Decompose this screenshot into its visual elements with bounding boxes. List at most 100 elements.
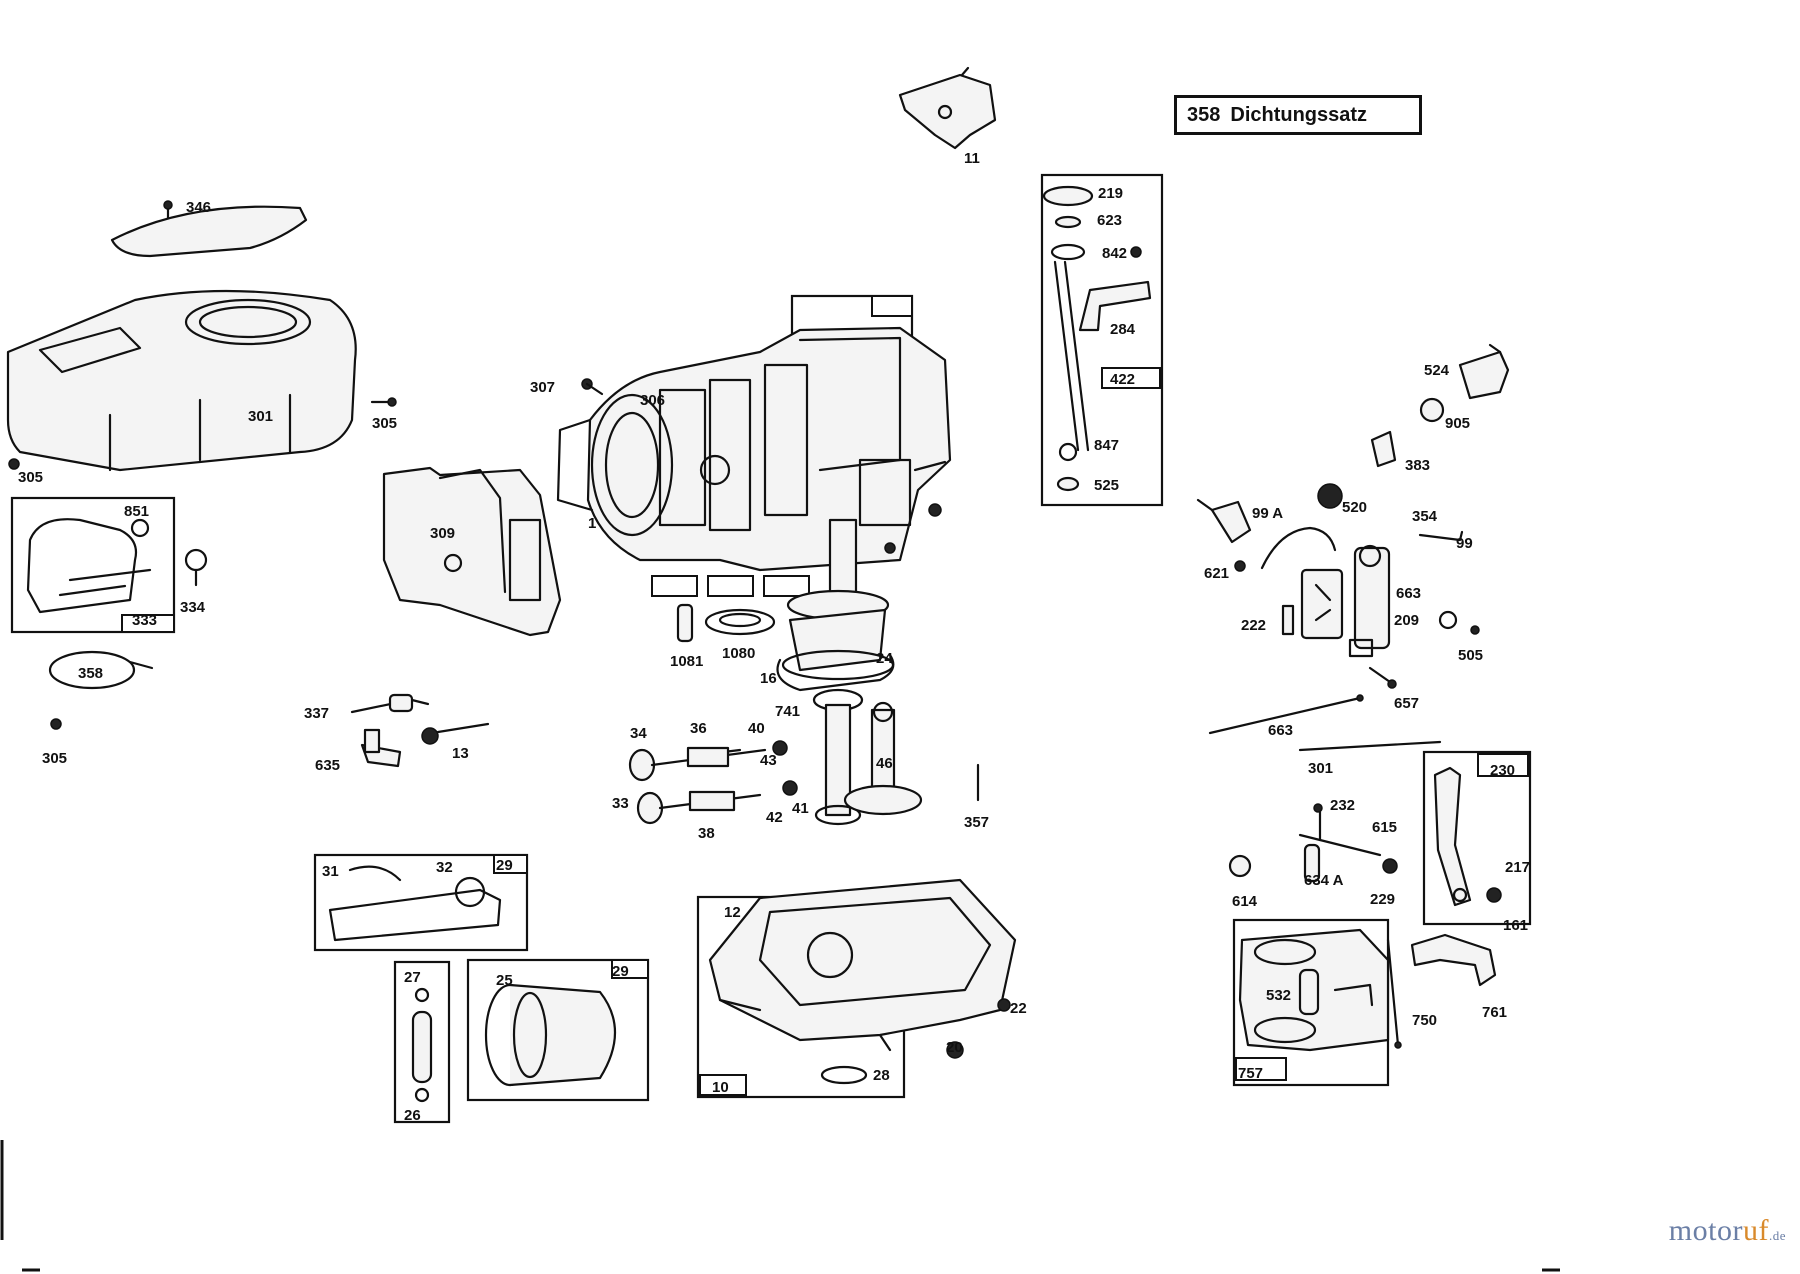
seal-1080-part [704,608,776,636]
callout-label: 301 [248,408,273,425]
brand-part-a: motor [1668,1214,1743,1247]
callout-label: 305 [372,415,397,432]
lever-615-part [1298,803,1382,857]
callout-label: 520 [1342,499,1367,516]
callout-label: 29 [612,963,629,980]
callout-label: 33 [612,795,629,812]
callout-label: 757 [1238,1065,1263,1082]
callout-label: 309 [430,525,455,542]
nut-383-part [1419,397,1445,423]
box-333 [10,496,176,634]
screw-small-part [8,397,397,730]
callout-label: 761 [1482,1004,1507,1021]
callout-label: 333 [132,612,157,629]
blower-housing-part [6,289,357,472]
callout-label: 34 [630,725,647,742]
callout-label: 43 [760,752,777,769]
callout-label: 20 [946,1039,963,1056]
callout-label: 306 [640,392,665,409]
screw-663-part [1234,560,1397,689]
callout-label: 334 [180,599,206,616]
valve-lower-part [636,780,798,825]
spring-99-part [1418,530,1464,542]
camshaft-46-part [843,701,923,816]
callout-label: 11 [964,150,980,167]
callout-label: 46 [876,755,893,772]
screw-13-part [421,722,490,745]
screw-209-part [1281,604,1295,636]
callout-label: 301 [1308,760,1333,777]
callout-label: 27 [404,969,421,986]
callout-label: 305 [42,750,67,767]
callout-label: 337 [304,705,329,722]
callout-label: 284 [1110,321,1136,338]
clamp-905-part [1458,343,1510,400]
callout-label: 357 [964,814,989,831]
callout-label: 532 [1266,987,1291,1004]
callout-label: 41 [792,800,809,817]
callout-label: 22 [1010,1000,1027,1017]
crankcase-cover-box-10 [696,878,1017,1099]
nut-634A-part [1228,854,1252,878]
clip-520-part [1370,430,1397,468]
callout-label: 29 [496,857,513,874]
callout-label: 847 [1094,437,1119,454]
callout-label: 851 [124,503,149,520]
cylinder-block-part [556,294,952,597]
callout-label: 161 [1503,917,1528,934]
callout-label: 663 [1396,585,1421,602]
screw-505-part [1438,610,1480,635]
kit-name: Dichtungssatz [1230,103,1368,126]
kit-number: 358 [1187,103,1221,126]
bracket-219-part [898,66,997,150]
nut-230-part [1382,858,1398,874]
callout-label: 32 [436,859,453,876]
callout-label: 24 [876,650,893,667]
callout-label: 99 [1456,535,1473,552]
callout-label: 217 [1505,859,1530,876]
callout-label: 229 [1370,891,1395,908]
callout-label: 842 [1102,245,1127,262]
gasket-358-part [48,650,154,690]
callout-label: 621 [1204,565,1229,582]
callout-label: 31 [322,863,339,880]
bolt-337-part [350,693,430,714]
dipstick-box-847 [1040,173,1164,507]
callout-label: 750 [1412,1012,1437,1029]
callout-label: 358 [78,665,103,682]
crankshaft-part [776,518,895,692]
callout-label: 307 [530,379,555,396]
callout-label: 505 [1458,647,1483,664]
switch-621-part [1196,498,1252,544]
callout-label: 16 [760,670,777,687]
callout-label: 615 [1372,819,1397,836]
callout-label: 525 [1094,477,1119,494]
callout-label: 10 [712,1079,729,1096]
callout-label: 12 [724,904,741,921]
callout-label: 219 [1098,185,1123,202]
box-25 [466,958,650,1102]
gasket-kit-label: 358 Dichtungssatz [1174,95,1422,135]
rod-761-part [1386,938,1402,1049]
callout-label: 1 [588,515,596,532]
callout-label: 305 [18,469,43,486]
brand-tld: .de [1768,1228,1786,1243]
callout-label: 422 [1110,371,1135,388]
callout-label: 346 [186,199,211,216]
callout-label: 230 [1490,762,1515,779]
valve-upper-part [628,740,788,782]
callout-label: 42 [766,809,783,826]
callout-label: 758 [0,0,25,4]
callout-label: 26 [404,1107,421,1124]
governor-assembly-222 [1260,526,1391,658]
sleeve-229-part [1303,843,1321,883]
bolt-334-part [184,548,208,587]
callout-label: 209 [1394,612,1419,629]
callout-label: 383 [1405,457,1430,474]
callout-label: 354 [1412,508,1438,525]
breather-assembly-309 [382,466,562,637]
callout-label: 905 [1445,415,1470,432]
callout-label: 36 [690,720,707,737]
callout-label: 623 [1097,212,1122,229]
